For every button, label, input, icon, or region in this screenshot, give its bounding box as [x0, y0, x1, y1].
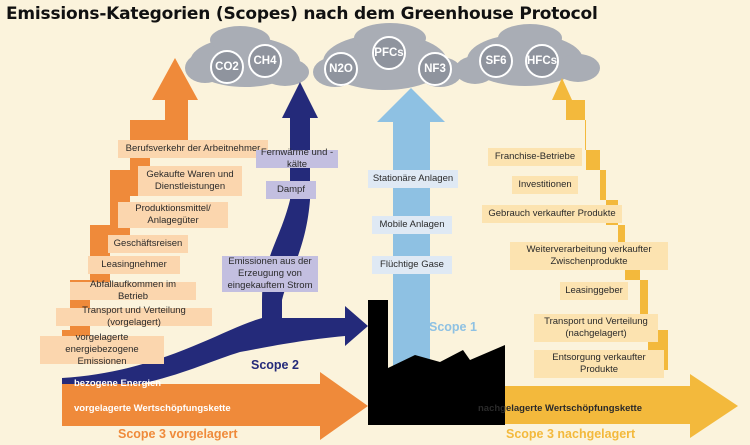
- upstream-item: Produktionsmittel/ Anlagegüter: [118, 202, 228, 228]
- downstream-item: Investitionen: [512, 176, 578, 194]
- scope2-label: Scope 2: [251, 358, 299, 372]
- scope2-item: Dampf: [266, 181, 316, 199]
- downstream-item: Leasinggeber: [560, 282, 628, 300]
- scope1-item: Stationäre Anlagen: [368, 170, 458, 188]
- upstream-item: vorgelagerte energiebezogene Emissionen: [40, 332, 164, 367]
- gas-sf6: SF6: [479, 44, 513, 78]
- upstream-bar-label: vorgelagerte Wertschöpfungskette: [74, 403, 231, 414]
- scope2-bar-label: bezogene Energien: [74, 378, 162, 389]
- upstream-value-chain-bar: [62, 372, 368, 440]
- upstream-item: Gekaufte Waren und Dienstleistungen: [138, 166, 242, 196]
- upstream-item: Transport und Verteilung (vorgelagert): [56, 305, 212, 328]
- scope2-item: Fernwärme und -kälte: [256, 147, 338, 170]
- diagram-title: Emissions-Kategorien (Scopes) nach dem G…: [6, 4, 598, 24]
- scope3-downstream-label: Scope 3 nachgelagert: [506, 427, 636, 441]
- factory-icon: [368, 300, 505, 425]
- downstream-item: Weiterverarbeitung verkaufter Zwischenpr…: [510, 242, 668, 270]
- downstream-bar-label: nachgelagerte Wertschöpfungskette: [478, 403, 643, 414]
- scope2-item: Emissionen aus der Erzeugung von eingeka…: [222, 256, 318, 292]
- downstream-item: Gebrauch verkaufter Produkte: [482, 205, 622, 223]
- upstream-item: Abfallaufkommen im Betrieb: [70, 279, 196, 302]
- upstream-item: Geschäftsreisen: [108, 235, 188, 253]
- downstream-value-chain-bar: [470, 374, 738, 438]
- scope3-downstream-arrow: [552, 78, 668, 370]
- gas-nf3: NF3: [418, 52, 452, 86]
- gas-hfcs: HFCs: [525, 44, 559, 78]
- scope1-item: Flüchtige Gase: [372, 256, 452, 274]
- upstream-item: Berufsverkehr der Arbeitnehmer: [118, 140, 268, 158]
- scope3-upstream-label: Scope 3 vorgelagert: [118, 427, 238, 441]
- scope1-item: Mobile Anlagen: [372, 216, 452, 234]
- gas-pfcs: PFCs: [372, 36, 406, 70]
- upstream-item: Leasingnehmer: [88, 256, 180, 274]
- downstream-item: Franchise-Betriebe: [488, 148, 582, 166]
- scope1-label: Scope 1: [429, 320, 477, 334]
- downstream-item: Entsorgung verkaufter Produkte: [534, 350, 664, 378]
- gas-ch4: CH4: [248, 44, 282, 78]
- downstream-item: Transport und Verteilung (nachgelagert): [534, 314, 658, 342]
- gas-co2: CO2: [210, 50, 244, 84]
- gas-n2o: N2O: [324, 52, 358, 86]
